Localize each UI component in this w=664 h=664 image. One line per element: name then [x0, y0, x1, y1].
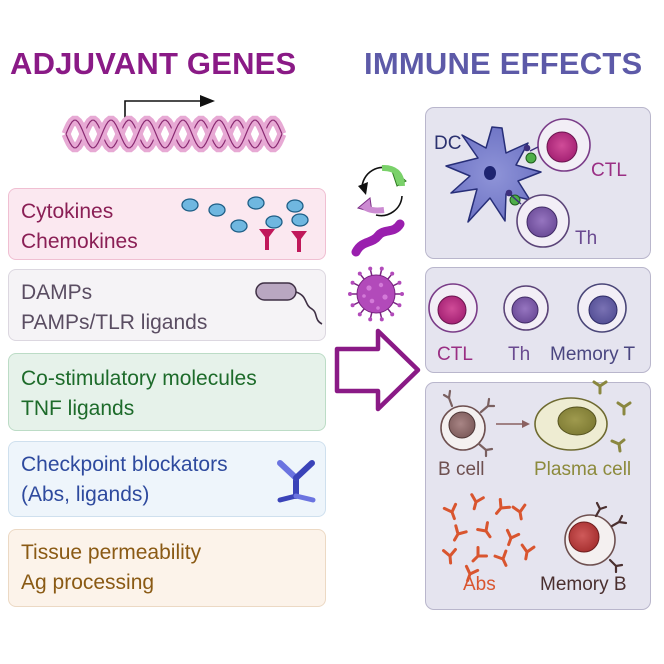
cytokines-box: Cytokines Chemokines [8, 188, 326, 260]
checkpoint-box: Checkpoint blockators (Abs, ligands) [8, 441, 326, 517]
tissue-box: Tissue permeability Ag processing [8, 529, 326, 607]
cycle-arrows-icon [356, 164, 407, 217]
checkpoint-label: Checkpoint blockators [21, 453, 228, 476]
th-2-label: Th [508, 344, 531, 365]
bacterium-icon [255, 282, 323, 325]
chemokines-label: Chemokines [21, 230, 138, 253]
pamps-tlr-label: PAMPs/TLR ligands [21, 311, 208, 334]
antibody-icon [277, 460, 316, 503]
costim-label: Co-stimulatory molecules [21, 367, 257, 390]
big-arrow-icon [334, 328, 421, 412]
ctl-cell-2-icon [428, 283, 478, 333]
damps-box: DAMPs PAMPs/TLR ligands [8, 269, 326, 341]
ag-processing-label: Ag processing [21, 571, 155, 594]
damps-label: DAMPs [21, 281, 93, 304]
mrna-worm-icon [351, 219, 405, 257]
th-label: Th [575, 228, 598, 249]
th-cell-icon [505, 189, 570, 248]
virus-icon [348, 266, 404, 322]
th-cell-2-icon [503, 285, 549, 331]
differentiation-arrow-icon [496, 420, 530, 428]
b-cell-label: B cell [438, 459, 485, 480]
antibodies-icon [441, 493, 536, 583]
tnf-ligands-label: TNF ligands [21, 397, 135, 420]
ctl-cell-icon [523, 118, 591, 172]
cytokine-molecules-icon [181, 196, 309, 252]
ctl-2-label: CTL [437, 344, 473, 365]
plasma-cell-label: Plasma cell [534, 459, 632, 480]
plasma-cell-icon [534, 380, 632, 453]
abs-label: Abs [463, 574, 496, 595]
memory-b-label: Memory B [540, 574, 627, 595]
dc-label: DC [434, 133, 462, 154]
b-cell-icon [440, 389, 496, 458]
costim-box: Co-stimulatory molecules TNF ligands [8, 353, 326, 431]
tissue-permeability-label: Tissue permeability [21, 541, 202, 564]
adjuvant-genes-header: ADJUVANT GENES [10, 46, 297, 81]
immune-effects-header: IMMUNE EFFECTS [364, 46, 643, 81]
memory-t-label: Memory T [550, 344, 636, 365]
memory-t-cell-icon [577, 283, 627, 333]
checkpoint-sub-label: (Abs, ligands) [21, 483, 150, 506]
ctl-label: CTL [591, 160, 627, 181]
cytokines-label: Cytokines [21, 200, 114, 223]
memory-b-cell-icon [564, 501, 628, 574]
